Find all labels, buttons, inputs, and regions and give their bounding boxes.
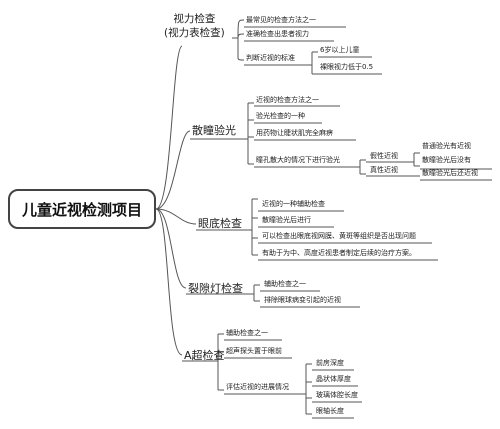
mydriasis-item-2: 验光检查的一种 xyxy=(256,112,305,120)
vision-item-3: 判断近视的标准 xyxy=(246,54,295,62)
branch-vision-label-line1: 视力检查 xyxy=(173,13,216,25)
vision-item-2: 准确检查出患者视力 xyxy=(246,30,309,38)
connector-root-mydriasis xyxy=(155,130,191,210)
fundus-item-2: 散瞳验光后进行 xyxy=(262,216,311,224)
pseudo-detail-2: 散瞳验光后没有 xyxy=(422,156,471,164)
pseudo-detail-1: 普通验光有近视 xyxy=(422,142,471,150)
fundus-item-4: 有助于为中、高度近视患者制定后续的治疗方案。 xyxy=(262,249,416,257)
vision-criteria-2: 裸眼视力低于0.5 xyxy=(320,63,374,71)
connector-root-vision xyxy=(155,45,183,210)
ascan-measure-4: 眼轴长度 xyxy=(316,407,344,415)
branch-mydriasis: 散瞳验光 xyxy=(192,124,236,137)
branch-fundus: 眼底检查 xyxy=(198,217,242,230)
vision-criteria-1: 6岁以上儿童 xyxy=(320,46,360,54)
connector-root-fundus xyxy=(155,208,197,225)
branch-vision: 视力检查 (视力表检查) xyxy=(164,12,225,40)
fundus-item-3: 可以检查出眼底视网膜、黄斑等组织是否出现问题 xyxy=(262,232,416,240)
ascan-item-1: 辅助检查之一 xyxy=(226,329,268,337)
ascan-measure-1: 前房深度 xyxy=(316,359,344,367)
connector-root-ascan xyxy=(155,208,183,356)
ascan-measure-2: 晶状体厚度 xyxy=(316,375,351,383)
true-detail-1: 散瞳验光后还近视 xyxy=(422,169,478,177)
branch-ascan: A超检查 xyxy=(184,349,225,362)
ascan-measure-3: 玻璃体腔长度 xyxy=(316,391,358,399)
root-label: 儿童近视检测项目 xyxy=(21,200,142,219)
ascan-item-3: 评估近视的进展情况 xyxy=(226,383,289,391)
pseudo-myopia-label: 假性近视 xyxy=(370,152,398,160)
mydriasis-item-3: 用药物让睫状肌完全麻痹 xyxy=(256,129,333,137)
true-myopia-label: 真性近视 xyxy=(370,166,398,174)
connector-vision-items xyxy=(232,19,245,61)
root-topic: 儿童近视检测项目 xyxy=(8,189,156,229)
vision-item-1: 最常见的检查方法之一 xyxy=(246,16,316,24)
mydriasis-item-4: 瞳孔散大的情况下进行验光 xyxy=(256,156,340,164)
branch-vision-label-line2: (视力表检查) xyxy=(164,27,225,39)
slitlamp-item-2: 排除眼球病变引起的近视 xyxy=(264,296,341,304)
ascan-item-2: 超声探头置于眼前 xyxy=(226,347,282,355)
branch-slitlamp: 裂隙灯检查 xyxy=(188,282,243,295)
slitlamp-item-1: 辅助检查之一 xyxy=(264,280,306,288)
connector-root-slitlamp xyxy=(155,208,187,289)
mydriasis-item-1: 近视的检查方法之一 xyxy=(256,96,319,104)
fundus-item-1: 近视的一种辅助检查 xyxy=(262,200,325,208)
